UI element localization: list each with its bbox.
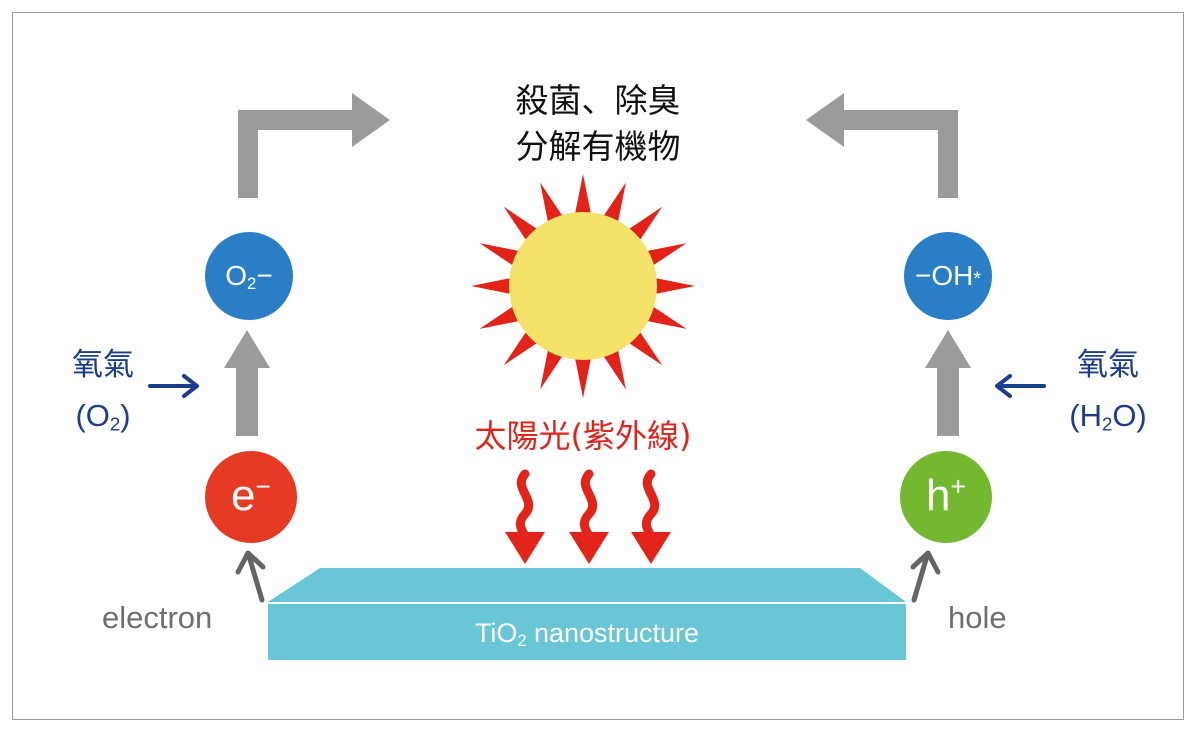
superoxide-node — [205, 232, 293, 320]
left-input-arrow — [148, 374, 199, 398]
hydroxyl-node — [904, 232, 992, 320]
sun-ray — [643, 243, 687, 268]
hydroxyl-label: −OH* — [915, 260, 981, 291]
hole-node — [900, 451, 992, 543]
sunlight-label: 太陽光(紫外線) — [474, 417, 692, 455]
left-input-formula: (O2) — [75, 398, 131, 435]
superoxide-label: O2− — [225, 260, 273, 294]
sun-ray — [540, 346, 565, 390]
substrate-top-face — [268, 568, 906, 602]
electron-caption: electron — [102, 600, 213, 635]
title-line-1: 殺菌、除臭 — [515, 81, 681, 120]
uv-arrow-3 — [631, 469, 671, 564]
sun-disc — [509, 212, 657, 360]
sun-ray — [471, 277, 514, 295]
right-up-arrow — [925, 330, 971, 436]
hole-caption: hole — [948, 600, 1007, 635]
sun-icon — [471, 174, 695, 398]
sun-ray — [574, 355, 592, 398]
diagram-border — [12, 12, 1184, 720]
sun-ray — [652, 277, 695, 295]
sun-ray — [574, 174, 592, 217]
hole-arrow — [910, 550, 941, 603]
hole-symbol: h+ — [926, 471, 966, 520]
right-input-label: 氧氣 — [1077, 347, 1139, 383]
uv-arrow-1 — [505, 469, 545, 564]
electron-symbol: e− — [231, 471, 271, 520]
sun-ray — [643, 304, 687, 329]
right-top-bend-arrow — [806, 93, 958, 198]
electron-node — [205, 451, 297, 543]
right-input-arrow — [995, 374, 1046, 398]
left-up-arrow — [224, 330, 270, 436]
sun-ray — [601, 182, 626, 226]
left-top-bend-arrow — [238, 93, 390, 198]
sun-ray — [601, 346, 626, 390]
sun-ray — [479, 304, 523, 329]
sun-ray — [540, 182, 565, 226]
uv-arrow-2 — [569, 469, 609, 564]
electron-arrow — [235, 550, 266, 603]
substrate-label: TiO2 nanostructure — [474, 618, 700, 651]
title-line-2: 分解有機物 — [515, 127, 681, 166]
right-input-formula: (H2O) — [1069, 398, 1147, 435]
substrate-front-face — [268, 604, 906, 660]
left-input-label: 氧氣 — [72, 347, 134, 383]
uv-arrows — [505, 469, 671, 564]
sun-ray — [479, 243, 523, 268]
